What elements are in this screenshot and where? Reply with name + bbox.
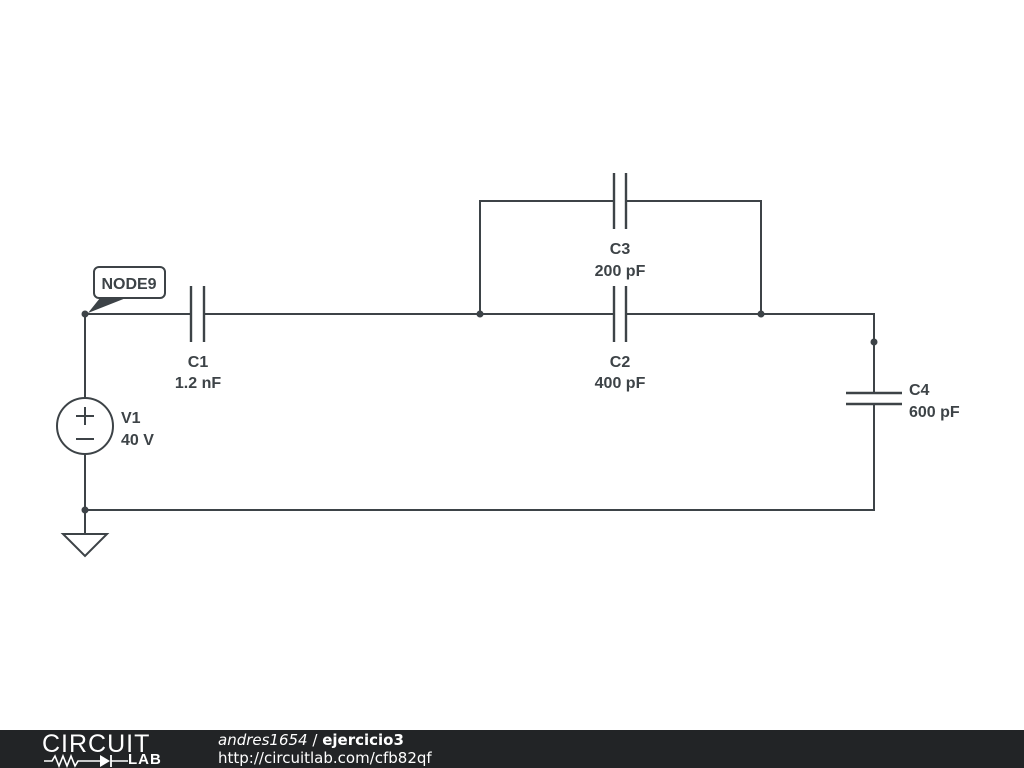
circuitlab-logo[interactable]: CIRCUIT LAB xyxy=(42,732,177,768)
c4-value: 600 pF xyxy=(909,404,960,421)
capacitor-c2[interactable]: C2 400 pF xyxy=(595,286,646,392)
voltage-source-icon xyxy=(56,397,114,455)
resistor-diode-logo-icon xyxy=(44,754,128,768)
c3-value: 200 pF xyxy=(595,263,646,280)
logo-text-lab: LAB xyxy=(128,751,162,768)
wire-c3-right xyxy=(626,200,762,315)
capacitor-c1[interactable]: C1 1.2 nF xyxy=(175,286,221,392)
junction-dot xyxy=(81,506,89,514)
ground-icon xyxy=(60,533,110,558)
author-link[interactable]: andres1654 xyxy=(218,731,308,749)
junction-dot xyxy=(476,310,484,318)
junction-dot xyxy=(757,310,765,318)
title-separator: / xyxy=(307,731,323,749)
voltage-source-v1[interactable]: V1 40 V xyxy=(56,397,154,455)
junctions xyxy=(81,310,878,514)
node-label-text: NODE9 xyxy=(101,276,156,293)
node-label-node9[interactable]: NODE9 xyxy=(88,266,166,313)
wires xyxy=(84,200,875,535)
c2-name: C2 xyxy=(610,354,631,371)
junction-dot xyxy=(81,310,89,318)
wire-c3-left xyxy=(479,200,614,315)
v1-name: V1 xyxy=(121,410,141,427)
circuit-url[interactable]: http://circuitlab.com/cfb82qf xyxy=(218,749,432,767)
circuit-title: andres1654 / ejercicio3 xyxy=(218,731,404,749)
capacitor-c3[interactable]: C3 200 pF xyxy=(595,173,646,280)
c3-name: C3 xyxy=(610,241,631,258)
junction-dot xyxy=(870,338,878,346)
c1-name: C1 xyxy=(188,354,209,371)
project-name[interactable]: ejercicio3 xyxy=(322,731,404,749)
c4-name: C4 xyxy=(909,382,930,399)
logo-text-circuit: CIRCUIT xyxy=(42,730,151,758)
circuit-schematic: C1 1.2 nF C2 400 pF C3 200 pF C4 600 pF … xyxy=(56,173,960,558)
capacitor-c4[interactable]: C4 600 pF xyxy=(846,382,960,421)
footer-bar: CIRCUIT LAB andres1654 / ejercicio3 http… xyxy=(0,730,1024,768)
v1-value: 40 V xyxy=(121,432,154,449)
c2-value: 400 pF xyxy=(595,375,646,392)
c1-value: 1.2 nF xyxy=(175,375,221,392)
